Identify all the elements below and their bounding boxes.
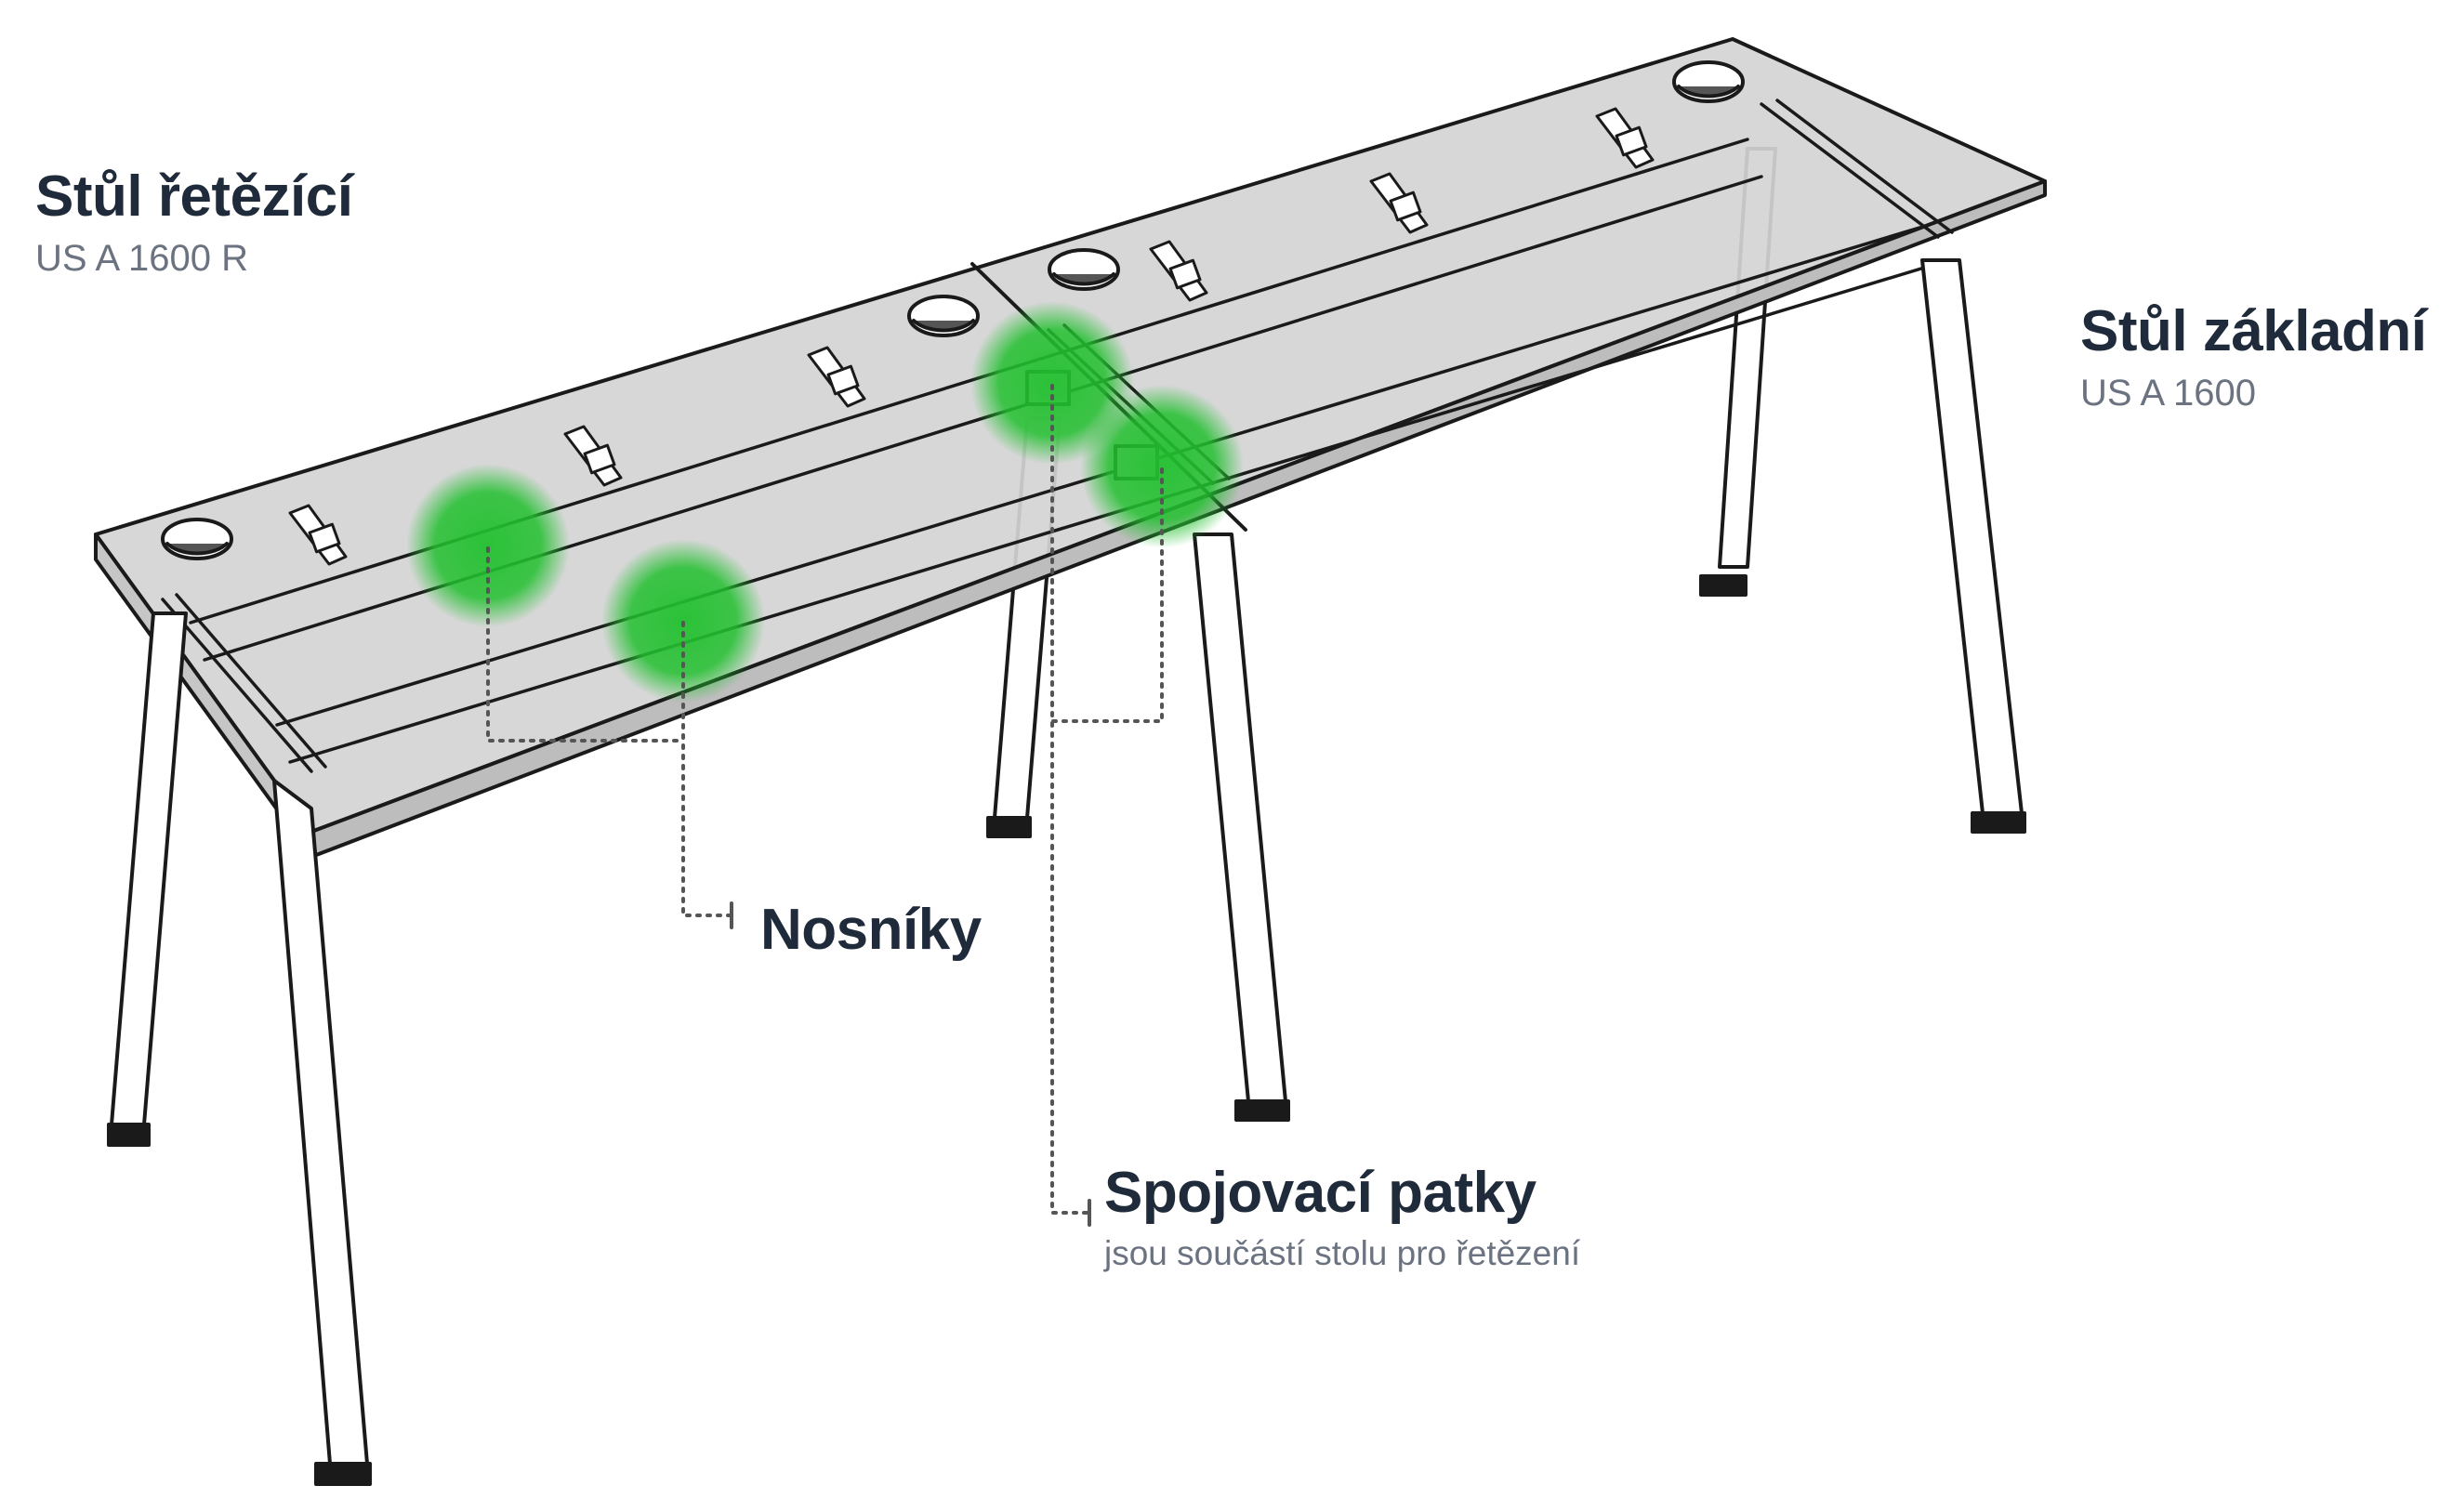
- clamp-icon: [1595, 107, 1655, 169]
- clamp-icon: [1149, 240, 1208, 302]
- clamp-icon: [288, 504, 348, 566]
- chained-table-model: US A 1600 R: [35, 238, 249, 279]
- connecting-feet-note: jsou součástí stolu pro řetězení: [1104, 1234, 1581, 1272]
- clamp-icon: [563, 425, 623, 487]
- clamp-icon: [1369, 172, 1429, 234]
- front-leg-middle: [1193, 532, 1290, 1122]
- base-table-title: Stůl základní: [2080, 299, 2427, 363]
- chained-table-title: Stůl řetězící: [35, 164, 353, 229]
- leader-feet-a: [1050, 467, 1164, 723]
- front-leg-left: [107, 611, 188, 1147]
- cable-hole-3: [1048, 248, 1120, 291]
- leader-beams-a: [486, 546, 685, 743]
- beams-callout-label: Nosníky: [760, 898, 982, 962]
- front-leg-left-front: [272, 779, 372, 1486]
- base-table-model: US A 1600: [2080, 373, 2257, 414]
- leader-feet-b: [1050, 384, 1089, 1215]
- cable-hole-1: [161, 518, 233, 560]
- highlight-foot-2: [1080, 385, 1244, 548]
- clamp-icon: [807, 346, 866, 408]
- connecting-feet-callout-label: Spojovací patky: [1104, 1161, 1536, 1225]
- cable-hole-2: [907, 295, 980, 337]
- highlight-beam-1: [406, 464, 570, 627]
- cable-hole-4: [1672, 60, 1745, 103]
- front-leg-right: [1920, 258, 2026, 834]
